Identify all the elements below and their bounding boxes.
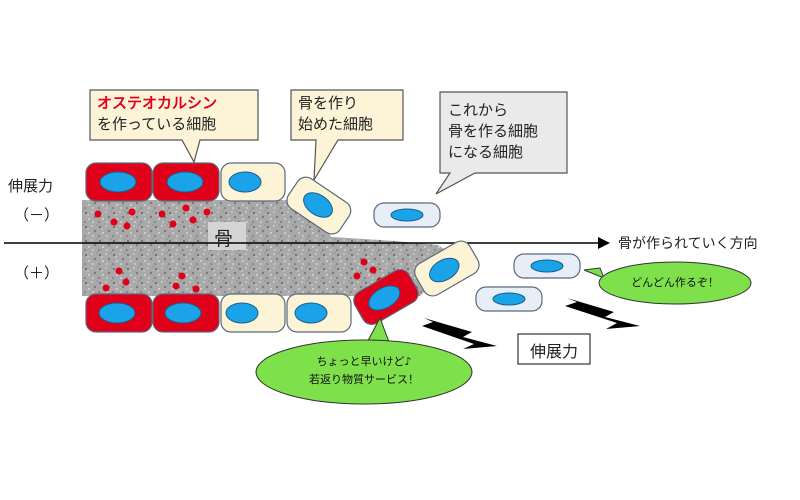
precursor-cell — [475, 286, 543, 312]
bone-label-box — [208, 222, 246, 250]
bone-label: 骨 — [214, 228, 234, 250]
tension-label: 伸展力 — [8, 177, 54, 195]
lightning-bolt-icon — [422, 318, 497, 349]
lightning-bolt-icon — [565, 298, 640, 329]
callout-starting-cells — [290, 89, 404, 181]
speech-bubble-small — [583, 261, 752, 305]
osteoblast-cell — [286, 293, 352, 333]
osteoblast-cell — [220, 293, 286, 333]
callout-osteocalcin-text: オステオカルシン を作っている細胞 — [97, 93, 217, 135]
osteocalcin-particles — [94, 204, 384, 293]
callout-osteocalcin-cells — [89, 89, 259, 164]
osteocalcin-description: を作っている細胞 — [97, 115, 217, 133]
speech-bubble-large-text: ちょっと早いけど♪ 若返り物質サービス！ — [262, 353, 466, 389]
minus-sign-label: （－） — [14, 206, 60, 224]
osteocalcin-term: オステオカルシン — [97, 94, 218, 112]
callout-future-line: これから — [448, 101, 509, 119]
speech-bubble-line: ちょっと早いけど♪ — [316, 355, 412, 368]
callout-starting-text: 骨を作り 始めた細胞 — [298, 93, 373, 135]
callout-future-line: になる細胞 — [448, 143, 524, 161]
osteoblast-cell-tilted — [414, 240, 480, 297]
osteocalcin-cell — [85, 162, 153, 202]
precursor-cell — [373, 202, 441, 228]
direction-label: 骨が作られていく方向 — [618, 236, 758, 252]
speech-bubble-line: 若返り物質サービス！ — [309, 373, 419, 386]
tension-label-box — [517, 333, 591, 365]
tension-box-label: 伸展力 — [529, 342, 578, 361]
osteoblast-cell — [220, 162, 286, 202]
callout-future-text: これから 骨を作る細胞 になる細胞 — [448, 100, 538, 163]
osteocalcin-cell — [152, 162, 220, 202]
precursor-cell — [513, 253, 581, 279]
speech-bubble-large — [255, 316, 473, 405]
callout-future-line: 骨を作る細胞 — [448, 122, 539, 140]
callout-starting-line: 始めた細胞 — [298, 115, 374, 133]
callout-future-cells — [435, 91, 568, 195]
osteocalcin-cell-tilted — [353, 268, 419, 326]
osteoblast-cell-tilted — [286, 176, 352, 235]
osteocalcin-cell — [85, 293, 153, 333]
osteocalcin-cell — [152, 293, 220, 333]
direction-arrow — [4, 237, 610, 249]
callout-starting-line: 骨を作り — [298, 94, 359, 112]
speech-bubble-small-text: どんどん作るぞ！ — [631, 276, 719, 289]
plus-sign-label: （＋） — [14, 264, 60, 282]
